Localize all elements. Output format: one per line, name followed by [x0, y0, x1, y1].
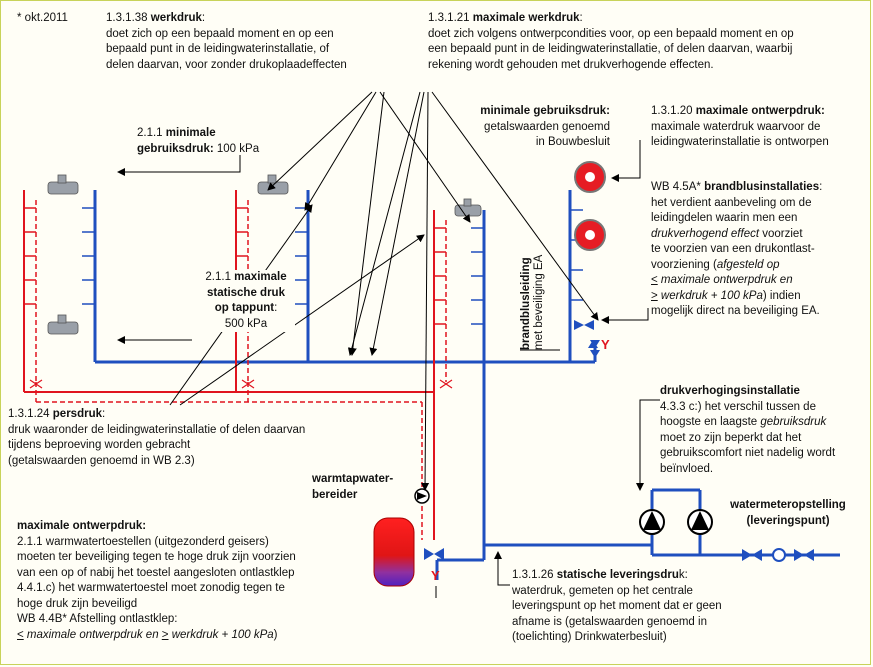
statische-levering-block: 1.3.1.26 statische leveringsdruk: waterd…	[512, 568, 747, 646]
max-ontwerpdruk-bottom: maximale ontwerpdruk: 2.1.1 warmwatertoe…	[17, 519, 372, 643]
werkdruk-block: 1.3.1.38 werkdruk: doet zich op een bepa…	[106, 12, 347, 71]
watermeter-label: watermeteropstelling (leveringspunt)	[730, 499, 846, 527]
booster-pump-icon	[639, 509, 713, 535]
warmtap-label: warmtapwater- bereider	[312, 473, 394, 501]
min-gebruiksdruk-b: minimale gebruiksdruk: getalswaarden gen…	[480, 104, 610, 151]
max-statische-block: 2.1.1 maximale statische druk op tappunt…	[197, 270, 295, 332]
min-gebruiksdruk-a: 2.1.1 minimale gebruiksdruk: 100 kPa	[137, 127, 260, 155]
brandblus-block: WB 4.5A* brandblusinstallaties: het verd…	[651, 180, 869, 320]
hose-reel-icon	[574, 161, 606, 251]
date-note: * okt.2011	[17, 12, 68, 24]
persdruk-block: 1.3.1.24 persdruk: druk waaronder de lei…	[8, 407, 378, 469]
max-werkdruk-block: 1.3.1.21 maximale werkdruk: doet zich vo…	[428, 12, 794, 71]
boiler-tank	[373, 517, 415, 587]
brandblusleiding-label: brandblusleiding met beveiliging EA	[520, 254, 545, 350]
max-ontwerpdruk-top: 1.3.1.20 maximale ontwerpdruk: maximale …	[651, 104, 863, 151]
drukverhoging-block: drukverhogingsinstallatie 4.3.3 c:) het …	[660, 384, 865, 477]
valve-y-label-1: Y	[601, 337, 610, 352]
meter-valves	[742, 548, 814, 562]
valve-y-label-2: Y	[431, 568, 440, 583]
